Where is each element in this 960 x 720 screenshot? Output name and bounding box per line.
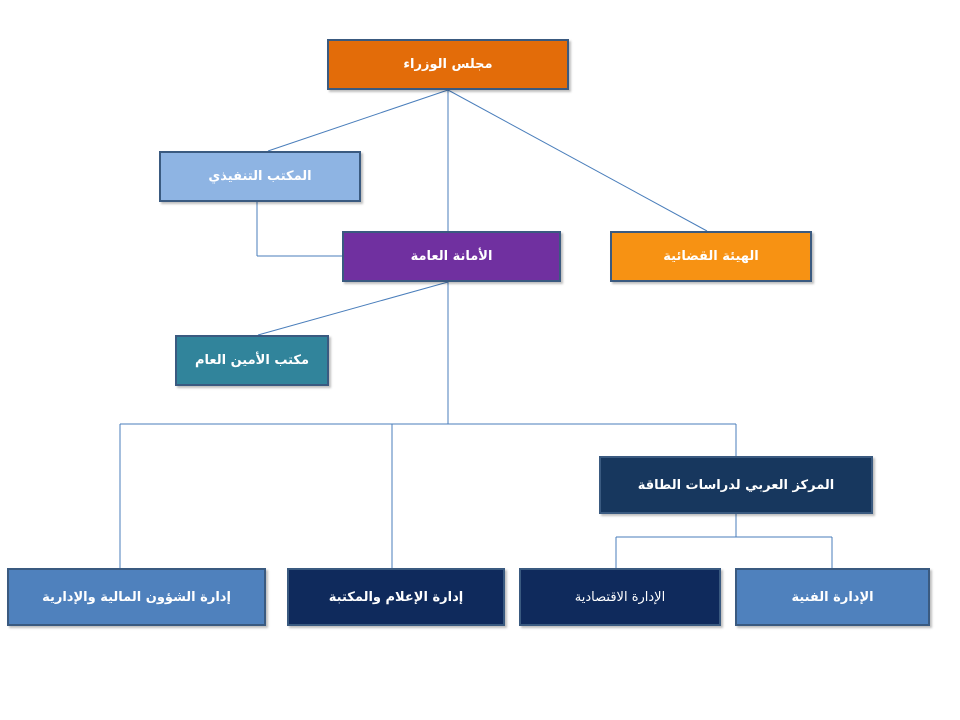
node-economic-dept: الإدارة الاقتصادية bbox=[519, 568, 721, 626]
node-label: مكتب الأمين العام bbox=[195, 353, 310, 368]
node-label: الإدارة الاقتصادية bbox=[574, 589, 666, 605]
edge-secgen-sgoffice bbox=[257, 281, 449, 336]
node-secretary-general-office: مكتب الأمين العام bbox=[175, 335, 329, 386]
node-label: المركز العربي لدراسات الطاقة bbox=[637, 477, 835, 493]
node-label: الهيئة القضائية bbox=[663, 249, 759, 264]
node-label: المكتب التنفيذي bbox=[208, 169, 312, 184]
node-label: الأمانة العامة bbox=[410, 249, 493, 264]
node-label: إدارة الإعلام والمكتبة bbox=[328, 589, 464, 605]
node-executive-office: المكتب التنفيذي bbox=[159, 151, 361, 202]
node-arab-energy-center: المركز العربي لدراسات الطاقة bbox=[599, 456, 873, 514]
node-council-of-ministers: مجلس الوزراء bbox=[327, 39, 569, 90]
edge-council-judicial bbox=[447, 89, 708, 232]
edge-council-exec bbox=[267, 89, 449, 152]
node-general-secretariat: الأمانة العامة bbox=[342, 231, 561, 282]
node-media-library-dept: إدارة الإعلام والمكتبة bbox=[287, 568, 505, 626]
node-finance-admin-dept: إدارة الشؤون المالية والإدارية bbox=[7, 568, 266, 626]
node-label: إدارة الشؤون المالية والإدارية bbox=[42, 589, 231, 605]
node-technical-dept: الإدارة الفنية bbox=[735, 568, 930, 626]
node-judicial-authority: الهيئة القضائية bbox=[610, 231, 812, 282]
node-label: الإدارة الفنية bbox=[791, 589, 874, 605]
node-label: مجلس الوزراء bbox=[403, 57, 493, 72]
